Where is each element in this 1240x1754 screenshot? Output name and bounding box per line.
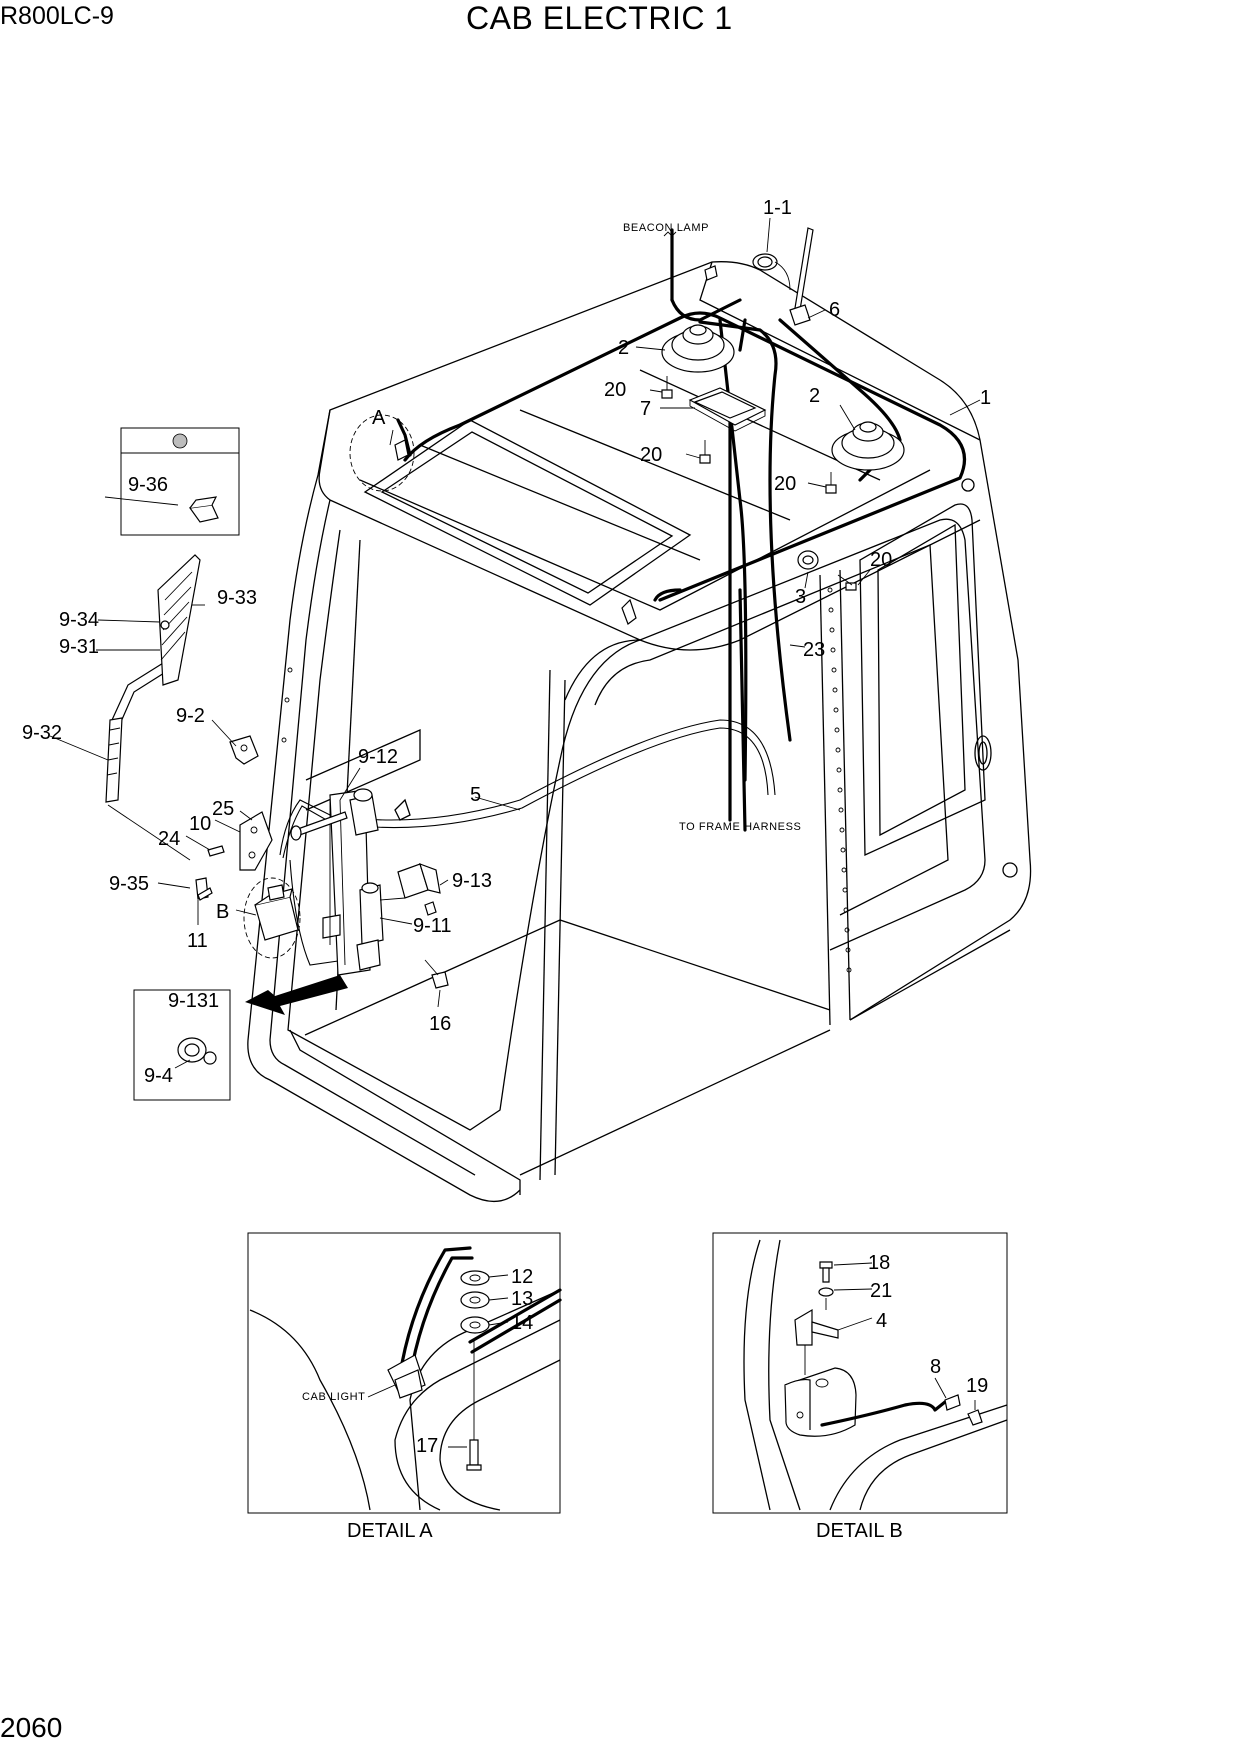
callout-16: 16: [429, 1013, 451, 1035]
beacon-grommet: [752, 253, 791, 291]
callout-9-2: 9-2: [176, 705, 205, 727]
callout-9-36: 9-36: [128, 474, 168, 496]
antenna: [789, 227, 814, 326]
bolt-9-13: [424, 901, 437, 916]
callout-12: 12: [511, 1266, 533, 1288]
model-number: R800LC-9: [0, 2, 114, 30]
callout-21: 21: [870, 1280, 892, 1302]
callout-6: 6: [829, 299, 840, 321]
pin-9-34: [160, 620, 170, 630]
callout-20-c: 20: [774, 473, 796, 495]
switch-3: [797, 550, 819, 570]
callout-18: 18: [868, 1252, 890, 1274]
callout-5: 5: [470, 784, 481, 806]
callout-11: 11: [187, 930, 208, 952]
callout-9-12: 9-12: [358, 746, 398, 768]
room-lamp: [688, 387, 767, 432]
screw-11: [197, 887, 213, 901]
switch-housing-b: [243, 877, 301, 959]
callout-8: 8: [930, 1356, 941, 1378]
callout-2-right: 2: [809, 385, 820, 407]
callout-labels: 1-1 6 2 20 7 20 2 1 20 20 3 23 A 9-36 9-…: [22, 197, 991, 1087]
callout-4: 4: [876, 1310, 887, 1332]
cab-light-label: CAB LIGHT: [302, 1391, 365, 1403]
roof-harness: [396, 228, 967, 832]
callout-3: 3: [795, 586, 806, 608]
roof-bracket: [621, 598, 637, 625]
callout-24: 24: [158, 828, 180, 850]
roof-bracket-a: [394, 439, 409, 461]
speaker-right: [831, 421, 905, 471]
callout-14: 14: [511, 1312, 533, 1334]
callout-9-31: 9-31: [59, 636, 99, 658]
callout-25: 25: [212, 798, 234, 820]
detail-b: 18 21 4 8 19 DETAIL B: [712, 1232, 1008, 1542]
callout-9-13: 9-13: [452, 870, 492, 892]
callout-b: B: [216, 901, 229, 923]
bolts-20: [661, 376, 857, 591]
page-number: 2060: [0, 1712, 63, 1743]
door-switch-assembly: [322, 788, 384, 976]
callout-20-b: 20: [640, 444, 662, 466]
leader-lines: [49, 217, 981, 1069]
detail-b-caption: DETAIL B: [816, 1520, 903, 1542]
speaker-left: [661, 324, 735, 373]
plate-10: [239, 811, 273, 871]
callout-9-35: 9-35: [109, 873, 149, 895]
callout-20-d: 20: [870, 549, 892, 571]
to-frame-harness-label: TO FRAME HARNESS: [679, 821, 801, 833]
callout-1-1: 1-1: [763, 197, 792, 219]
plate-9-33: [157, 554, 201, 686]
cab-body: [247, 261, 1032, 1202]
cable-5: [279, 719, 776, 966]
detail-a-marker: [349, 414, 415, 492]
callout-9-33: 9-33: [217, 587, 257, 609]
beacon-lamp-label: BEACON LAMP: [623, 222, 709, 234]
callout-9-11: 9-11: [413, 915, 452, 937]
detail-a-caption: DETAIL A: [347, 1520, 433, 1542]
leader-9-35-lever: [107, 804, 191, 861]
callout-1: 1: [980, 387, 991, 409]
inset-9-36: [120, 427, 240, 536]
screw-24: [207, 845, 225, 857]
bracket-9-2: [229, 735, 259, 765]
callout-10: 10: [189, 813, 211, 835]
callout-a: A: [372, 407, 386, 429]
callout-13: 13: [511, 1288, 533, 1310]
reference-arrow: [245, 975, 348, 1015]
page-title: CAB ELECTRIC 1: [466, 0, 733, 36]
callout-9-131: 9-131: [168, 990, 219, 1012]
roof-bracket-top: [704, 265, 718, 281]
connector-9-13: [379, 863, 441, 901]
callout-7: 7: [640, 398, 651, 420]
callout-9-4: 9-4: [144, 1065, 173, 1087]
inset-9-131: [133, 989, 231, 1101]
pillar-holes: [827, 587, 852, 973]
detail-a: CAB LIGHT 12 13 14 17 DETAIL A: [247, 1232, 562, 1542]
callout-23: 23: [803, 639, 825, 661]
callout-9-32: 9-32: [22, 722, 62, 744]
callout-9-34: 9-34: [59, 609, 99, 631]
callout-2-left: 2: [618, 337, 629, 359]
rod-9-12: [290, 811, 348, 841]
callout-19: 19: [966, 1375, 988, 1397]
bolt-16: [424, 959, 449, 989]
lever-9-31: [105, 659, 173, 803]
callout-20-a: 20: [604, 379, 626, 401]
callout-17: 17: [416, 1435, 438, 1457]
